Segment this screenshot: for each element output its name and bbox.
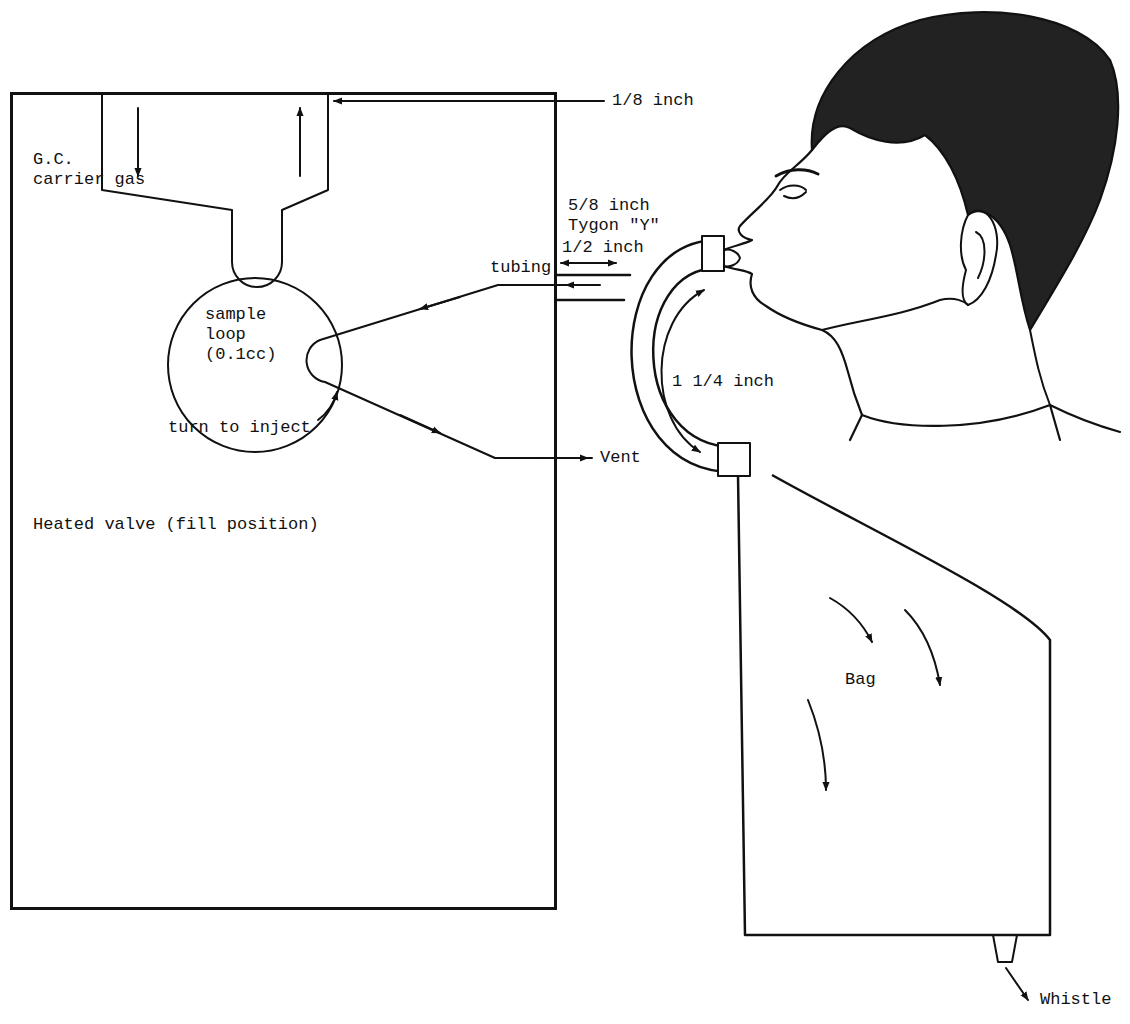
dimension-arrow: [561, 262, 616, 264]
bag-label: Bag: [845, 670, 876, 690]
flow-arrow: [830, 598, 872, 642]
flow-arrow: [299, 108, 301, 176]
loop-label: sample loop (0.1cc): [205, 305, 281, 365]
box-caption: Heated valve (fill position): [33, 515, 319, 535]
flow-arrow: [808, 700, 826, 790]
y-tube-stub: [557, 274, 630, 277]
tube-cuff: [718, 443, 750, 476]
box-heading: G.C. carrier gas: [33, 150, 151, 190]
dimension-arrow: [661, 290, 704, 452]
ear: [961, 211, 997, 305]
sample-bag: Bag: [720, 470, 1060, 940]
lips: [724, 249, 740, 266]
y-tube: [632, 240, 735, 472]
dimension-label: 1/8 inch: [612, 91, 694, 111]
dimension-label: 1/2 inch: [562, 238, 644, 258]
eyebrow: [776, 170, 818, 176]
y-tube-stub: [557, 299, 624, 302]
flow-arrow: [400, 415, 440, 433]
flow-arrow: [137, 108, 139, 176]
tube-cuff: [702, 236, 724, 271]
leader-line: [334, 100, 604, 102]
dimension-label: 5/8 inch Tygon "Y": [568, 196, 673, 236]
carrier-gas-port: [102, 95, 328, 287]
flow-arrow: [905, 610, 940, 685]
flow-arrow: [420, 297, 460, 309]
flow-arrow: [540, 457, 588, 459]
dimension-label: turn to inject: [168, 418, 311, 438]
collar: [850, 405, 1120, 440]
jaw: [822, 299, 968, 330]
bag-outline: [720, 470, 1060, 940]
flow-arrow: [566, 284, 596, 286]
flow-arrow: [1006, 968, 1028, 1000]
eye: [780, 186, 806, 199]
valve-housing: G.C. carrier gasHeated valve (fill posit…: [10, 92, 557, 910]
rotate-arrow: [318, 392, 337, 420]
dimension-label: Whistle: [1040, 990, 1111, 1010]
ear: [976, 232, 985, 278]
dimension-label: 1 1/4 inch: [672, 372, 774, 392]
dimension-label: tubing: [490, 258, 551, 278]
neck: [1030, 330, 1050, 405]
y-tube: [653, 268, 735, 447]
whistle-nozzle: [993, 935, 1017, 962]
dimension-label: Vent: [600, 448, 641, 468]
hair: [812, 12, 1118, 330]
